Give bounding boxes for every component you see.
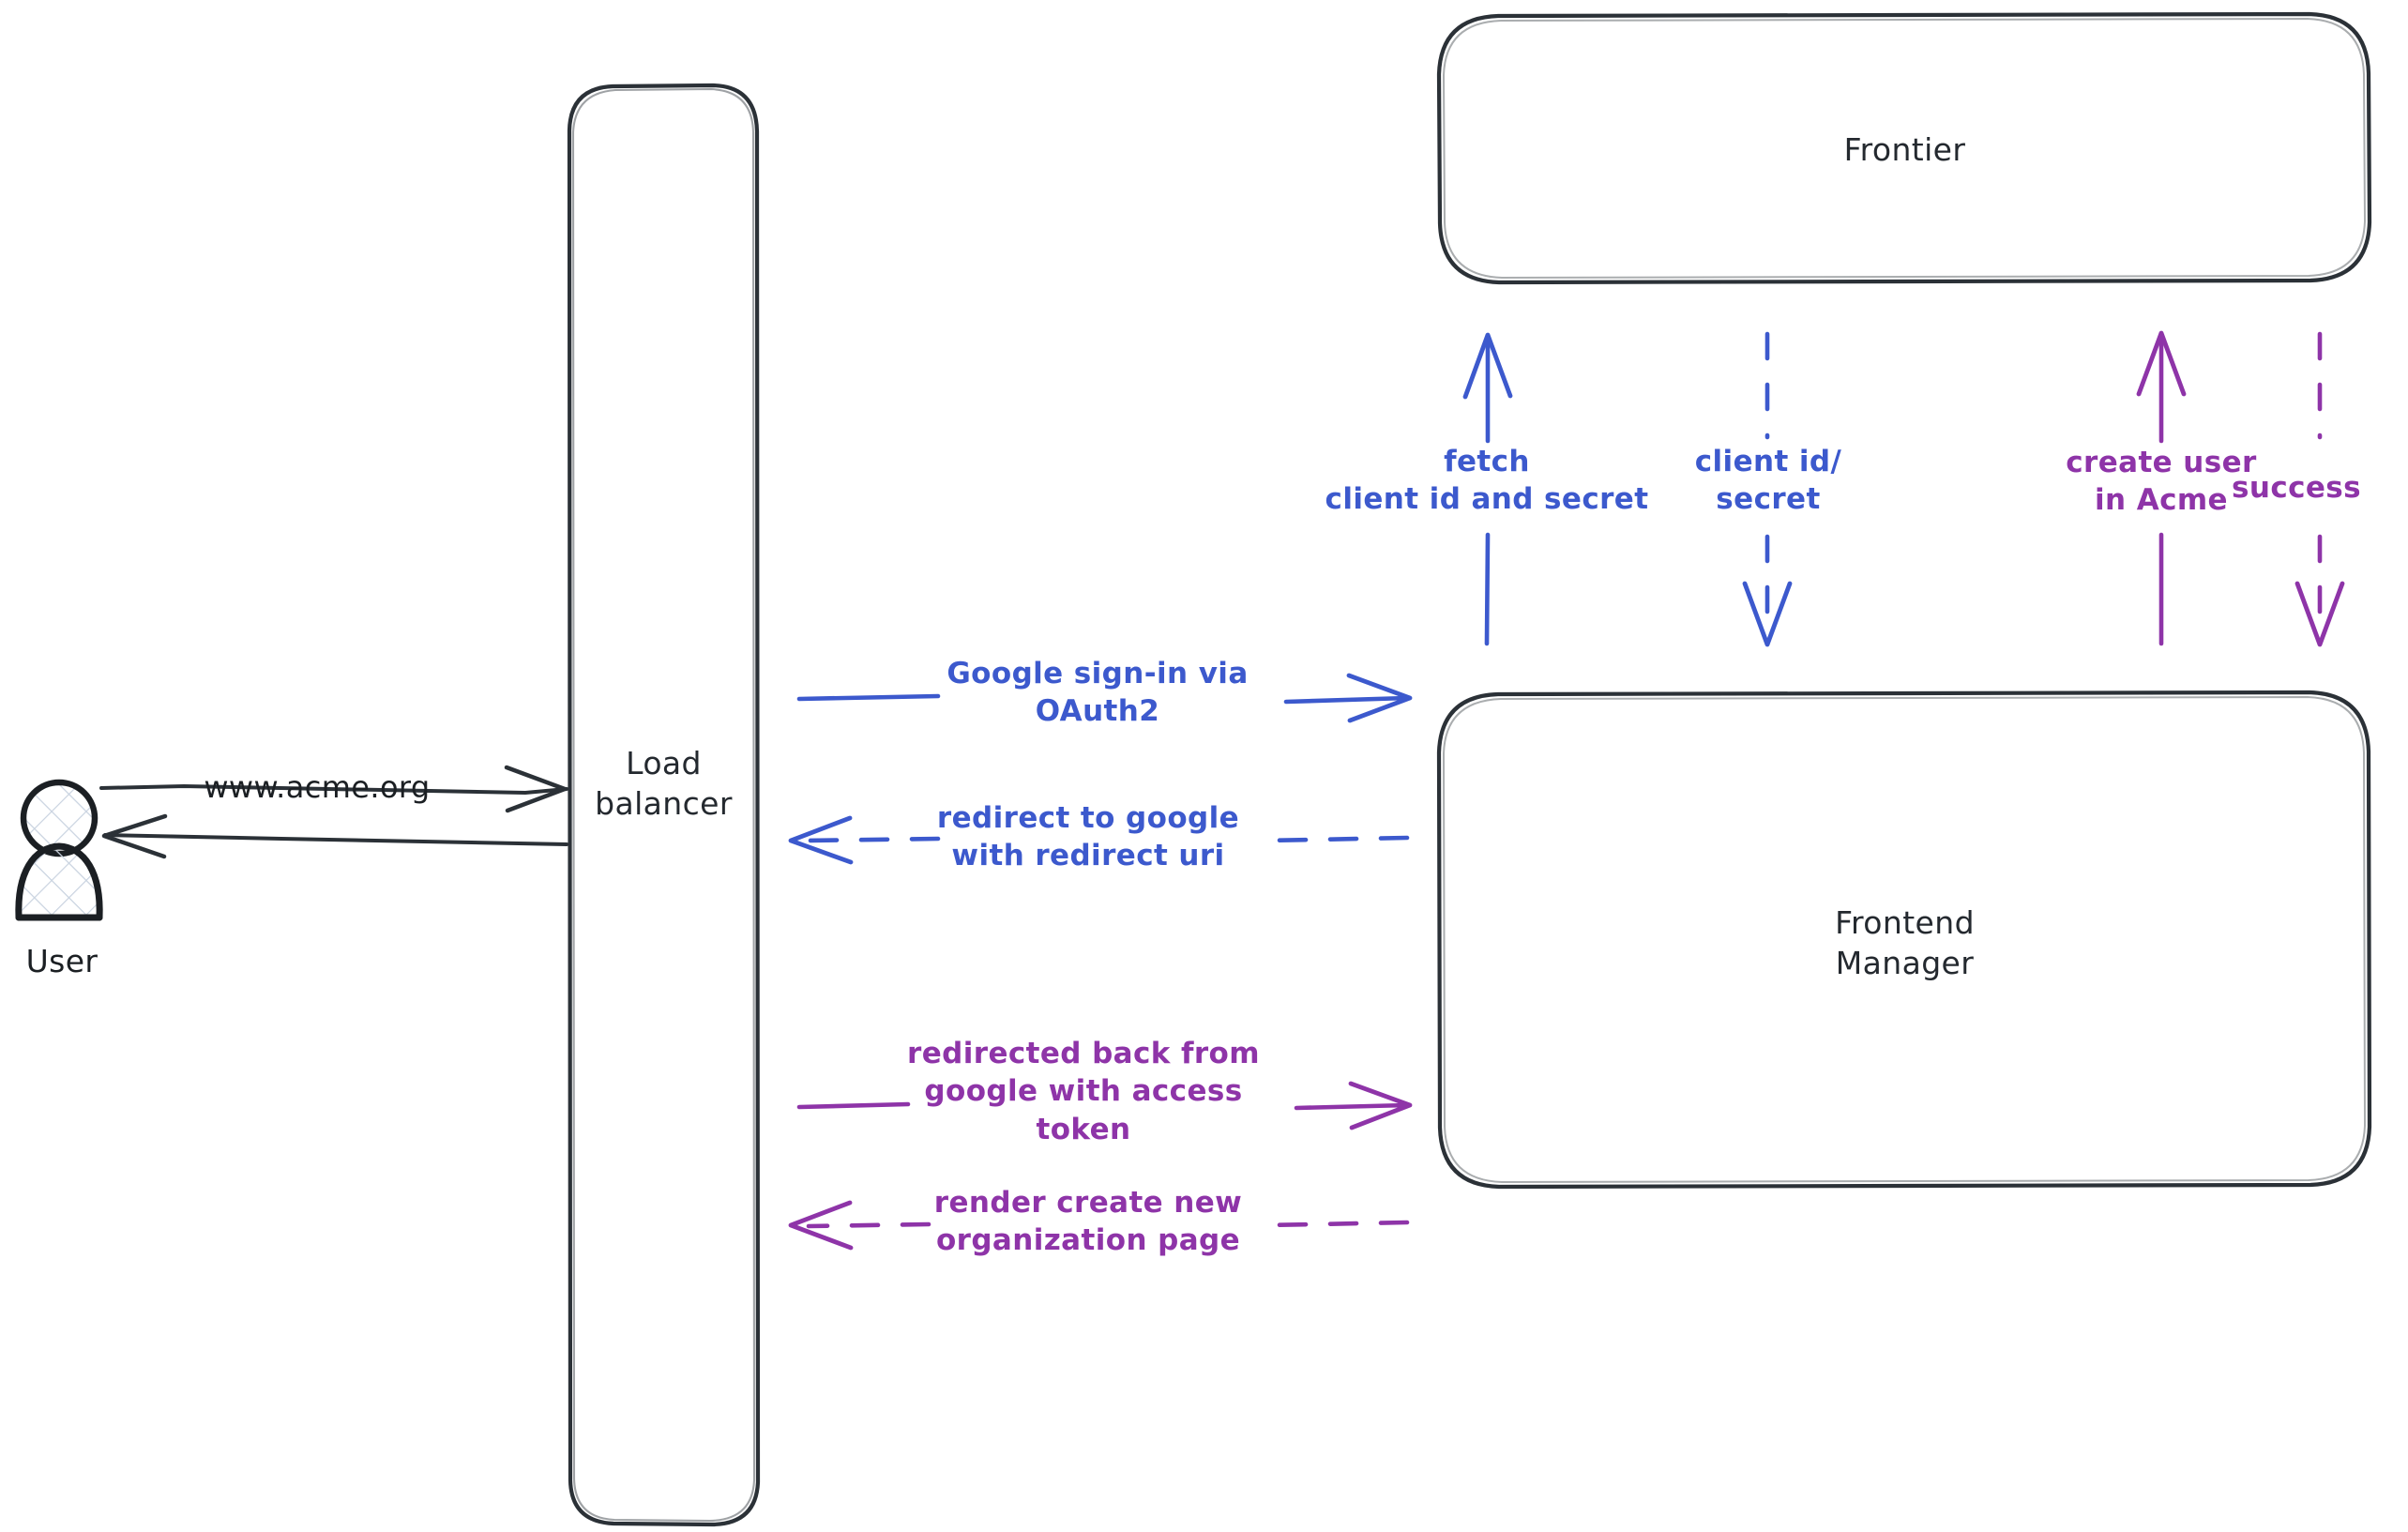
frontier-shape (1436, 11, 2372, 285)
load-balancer-shape (567, 83, 761, 1527)
edge-create-user-in-acme (2136, 330, 2187, 646)
edge-redirected-back-with-token (796, 1081, 1413, 1130)
edge-client-id-secret-response (1742, 331, 1793, 647)
edge-load-balancer-to-user (101, 813, 568, 859)
edge-fetch-client-id-and-secret (1462, 332, 1513, 646)
edge-redirect-to-google (788, 815, 1410, 865)
frontend-manager-shape (1436, 690, 2372, 1190)
edge-google-signin-oauth2 (796, 673, 1413, 723)
person-icon (15, 779, 103, 921)
edge-render-create-org-page (788, 1200, 1410, 1251)
edge-create-user-success (2294, 331, 2345, 647)
edge-user-to-load-balancer (99, 765, 568, 813)
